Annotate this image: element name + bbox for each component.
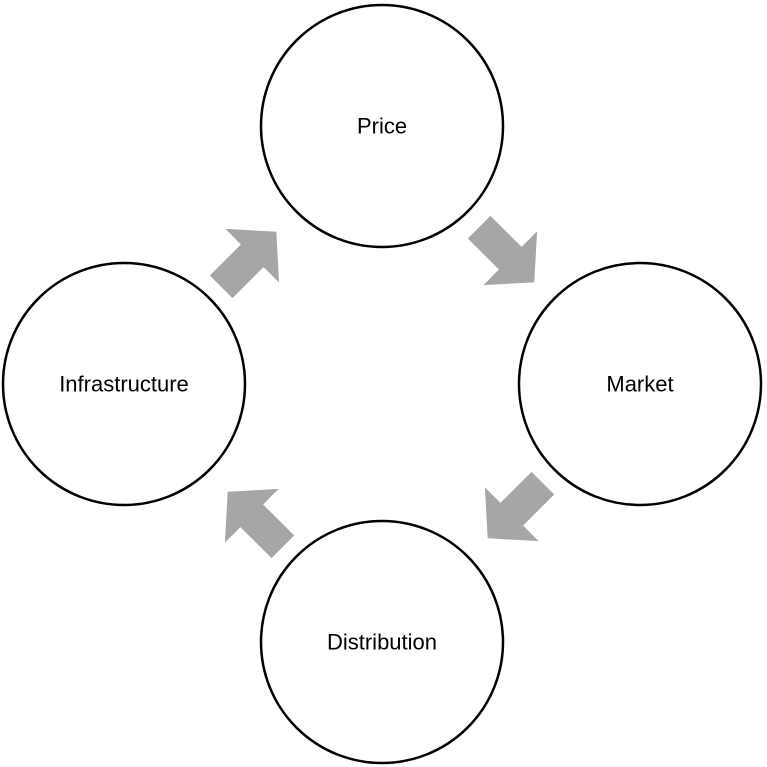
arrow-price-to-market bbox=[452, 200, 562, 310]
node-distribution-circle bbox=[259, 519, 505, 765]
node-infrastructure-circle bbox=[1, 261, 247, 507]
node-price-label: Price bbox=[357, 114, 407, 139]
node-distribution-label: Distribution bbox=[327, 630, 437, 655]
node-market-circle bbox=[517, 261, 763, 507]
arrow-infrastructure-to-price bbox=[194, 204, 304, 314]
arrow-distribution-to-infrastructure bbox=[200, 464, 310, 574]
node-distribution: Distribution bbox=[259, 519, 505, 765]
node-market-label: Market bbox=[606, 372, 673, 397]
node-market: Market bbox=[517, 261, 763, 507]
node-infrastructure: Infrastructure bbox=[1, 261, 247, 507]
node-price: Price bbox=[259, 3, 505, 249]
node-price-circle bbox=[259, 3, 505, 249]
arrow-market-to-distribution bbox=[460, 456, 570, 566]
node-infrastructure-label: Infrastructure bbox=[59, 372, 189, 397]
